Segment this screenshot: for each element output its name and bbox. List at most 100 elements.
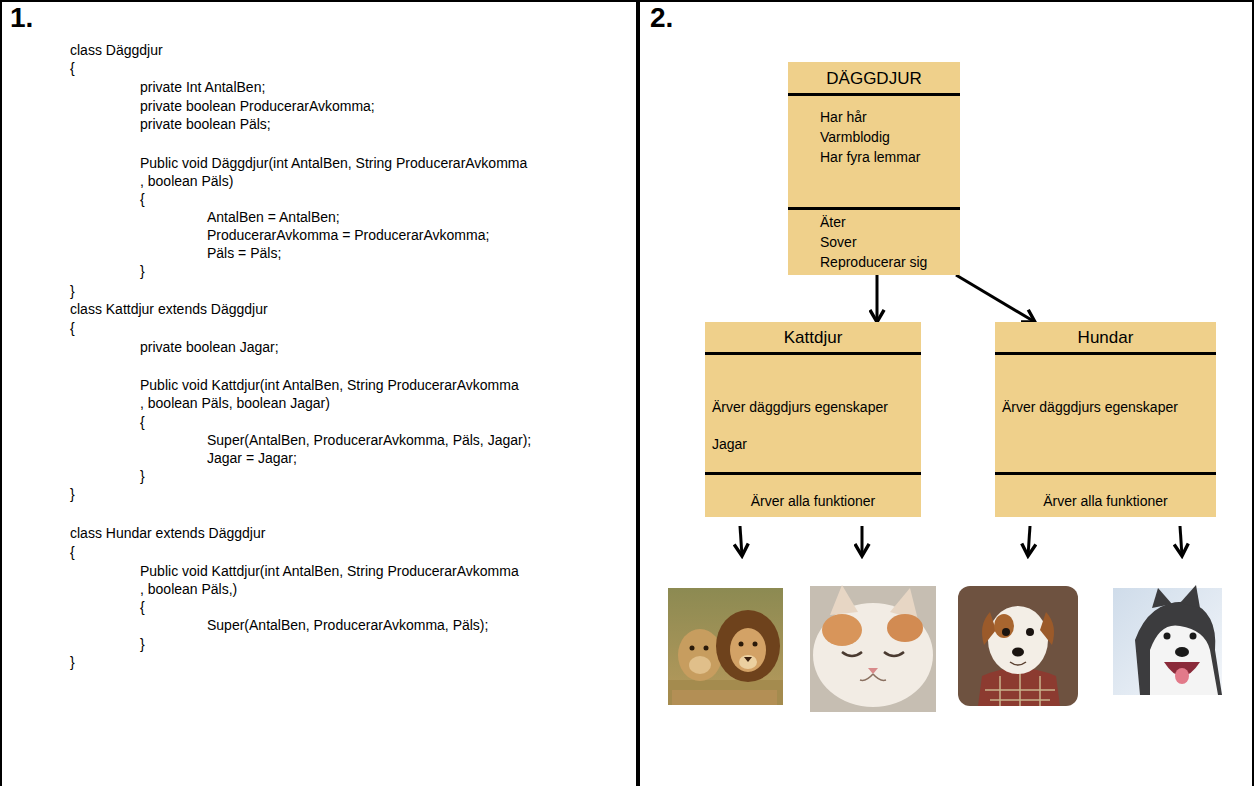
dog-photo-part: [1002, 628, 1010, 636]
class-member: Reproducerar sig: [820, 252, 928, 272]
class-member: Har hår: [820, 107, 928, 127]
cat-photo-part: [868, 668, 878, 674]
class-section: Har hårVarmblodigHar fyra lemmar: [788, 96, 960, 210]
code-line: , boolean Päls,): [140, 580, 237, 598]
class-member: Ärver alla funktioner: [999, 491, 1212, 511]
inheritance-arrow: [876, 275, 879, 322]
class-box: HundarÄrver däggdjurs egenskaperÄrver al…: [995, 322, 1216, 517]
photo-arrow-part: [740, 526, 742, 556]
dog-photo-part: [1040, 612, 1054, 645]
photo-arrow-part: [1028, 526, 1030, 556]
class-section: DÄGGDJUR: [788, 62, 960, 96]
husky-photo-part: [1135, 602, 1222, 695]
code-line: Public void Kattdjur(int AntalBen, Strin…: [140, 376, 519, 394]
class-member: Har fyra lemmar: [820, 147, 928, 167]
dog-photo-part: [988, 606, 1048, 674]
lion-photo-part: [753, 642, 758, 647]
panel-divider: [638, 0, 639, 786]
code-line: Jagar = Jagar;: [207, 449, 297, 467]
husky-photo-part: [1175, 668, 1189, 684]
dog-photo-part: [982, 612, 996, 645]
code-line: }: [140, 635, 145, 653]
dog-photo: [958, 586, 1078, 706]
lion-photo-part: [678, 629, 722, 681]
class-member: Varmblodig: [820, 127, 928, 147]
panel-divider-part: [636, 0, 640, 786]
cat-photo: [810, 585, 936, 712]
lion-photo-part: [739, 642, 744, 647]
code-line: private boolean ProducerarAvkomma;: [140, 97, 375, 115]
code-line: Super(AntalBen, ProducerarAvkomma, Päls,…: [207, 431, 531, 449]
code-line: class Kattdjur extends Däggdjur: [70, 300, 268, 318]
husky-photo-part: [1164, 633, 1171, 640]
husky-photo-part: [1113, 588, 1222, 695]
code-line: }: [140, 262, 145, 280]
code-line: private boolean Päls;: [140, 115, 271, 133]
class-section: Ärver däggdjurs egenskaper: [995, 355, 1216, 475]
code-line: }: [140, 467, 145, 485]
lion-photo: [668, 588, 783, 705]
code-line: Super(AntalBen, ProducerarAvkomma, Päls)…: [207, 616, 488, 634]
class-member: Äter: [820, 212, 928, 232]
frame-part: [1252, 0, 1254, 786]
husky-photo-part: [1150, 626, 1218, 696]
code-line: class Däggdjur: [70, 41, 163, 59]
husky-photo-part: [1190, 633, 1197, 640]
code-line: }: [70, 485, 75, 503]
dog-photo-part: [958, 586, 1078, 706]
class-box: DÄGGDJURHar hårVarmblodigHar fyra lemmar…: [788, 62, 960, 275]
class-section: Ärver alla funktioner: [995, 475, 1216, 517]
code-line: }: [70, 282, 75, 300]
lion-photo-part: [730, 628, 766, 672]
code-line: private boolean Jagar;: [140, 338, 279, 356]
code-line: , boolean Päls, boolean Jagar): [140, 394, 330, 412]
code-line: AntalBen = AntalBen;: [207, 208, 340, 226]
code-line: {: [140, 190, 145, 208]
lion-photo-part: [689, 656, 711, 674]
class-section: Ärver däggdjurs egenskaperJagar: [705, 355, 921, 475]
class-section: Kattdjur: [705, 322, 921, 355]
cat-photo-part: [884, 652, 904, 656]
dog-photo-part: [1010, 662, 1026, 665]
code-line: {: [140, 413, 145, 431]
lion-photo-part: [716, 610, 780, 682]
class-member: Ärver däggdjurs egenskaper: [712, 397, 914, 417]
code-line: class Hundar extends Däggdjur: [70, 524, 265, 542]
husky-photo-part: [1180, 585, 1200, 608]
class-section: ÄterSoverReproducerar sig: [788, 210, 960, 275]
dog-photo-part: [1026, 628, 1034, 636]
code-line: Public void Däggdjur(int AntalBen, Strin…: [140, 154, 527, 172]
frame-part: [0, 0, 2, 786]
husky-photo: [1113, 585, 1222, 695]
class-box: KattdjurÄrver däggdjurs egenskaperJagarÄ…: [705, 322, 921, 517]
class-member: Jagar: [712, 434, 914, 454]
class-name: Kattdjur: [709, 328, 917, 348]
lion-photo-part: [739, 655, 757, 669]
class-member: Ärver alla funktioner: [709, 491, 917, 511]
photo-arrow-part: [861, 526, 864, 556]
panel-number: 1.: [10, 2, 33, 34]
code-line: ProducerarAvkomma = ProducerarAvkomma;: [207, 226, 489, 244]
code-line: {: [70, 319, 75, 337]
class-section: Ärver alla funktioner: [705, 475, 921, 517]
class-section: Hundar: [995, 322, 1216, 355]
code-line: Päls = Päls;: [207, 244, 281, 262]
lion-photo-part: [668, 680, 783, 705]
code-line: {: [70, 543, 75, 561]
cat-photo-part: [813, 603, 933, 707]
code-line: Public void Kattdjur(int AntalBen, Strin…: [140, 562, 519, 580]
code-line: {: [140, 598, 145, 616]
photo-arrow-part: [1180, 526, 1182, 556]
cat-photo-part: [860, 674, 886, 680]
lion-photo-part: [668, 588, 783, 705]
inheritance-arrow: [956, 275, 1035, 322]
lion-photo-part: [704, 646, 709, 651]
class-name: Hundar: [999, 328, 1212, 348]
lion-photo-part: [744, 657, 752, 662]
photo-arrow: [740, 526, 1182, 556]
cat-photo-part: [822, 614, 862, 646]
code-line: private Int AntalBen;: [140, 78, 265, 96]
husky-photo-part: [1175, 647, 1189, 657]
cat-photo-part: [830, 585, 858, 615]
husky-photo-part: [1152, 588, 1172, 608]
